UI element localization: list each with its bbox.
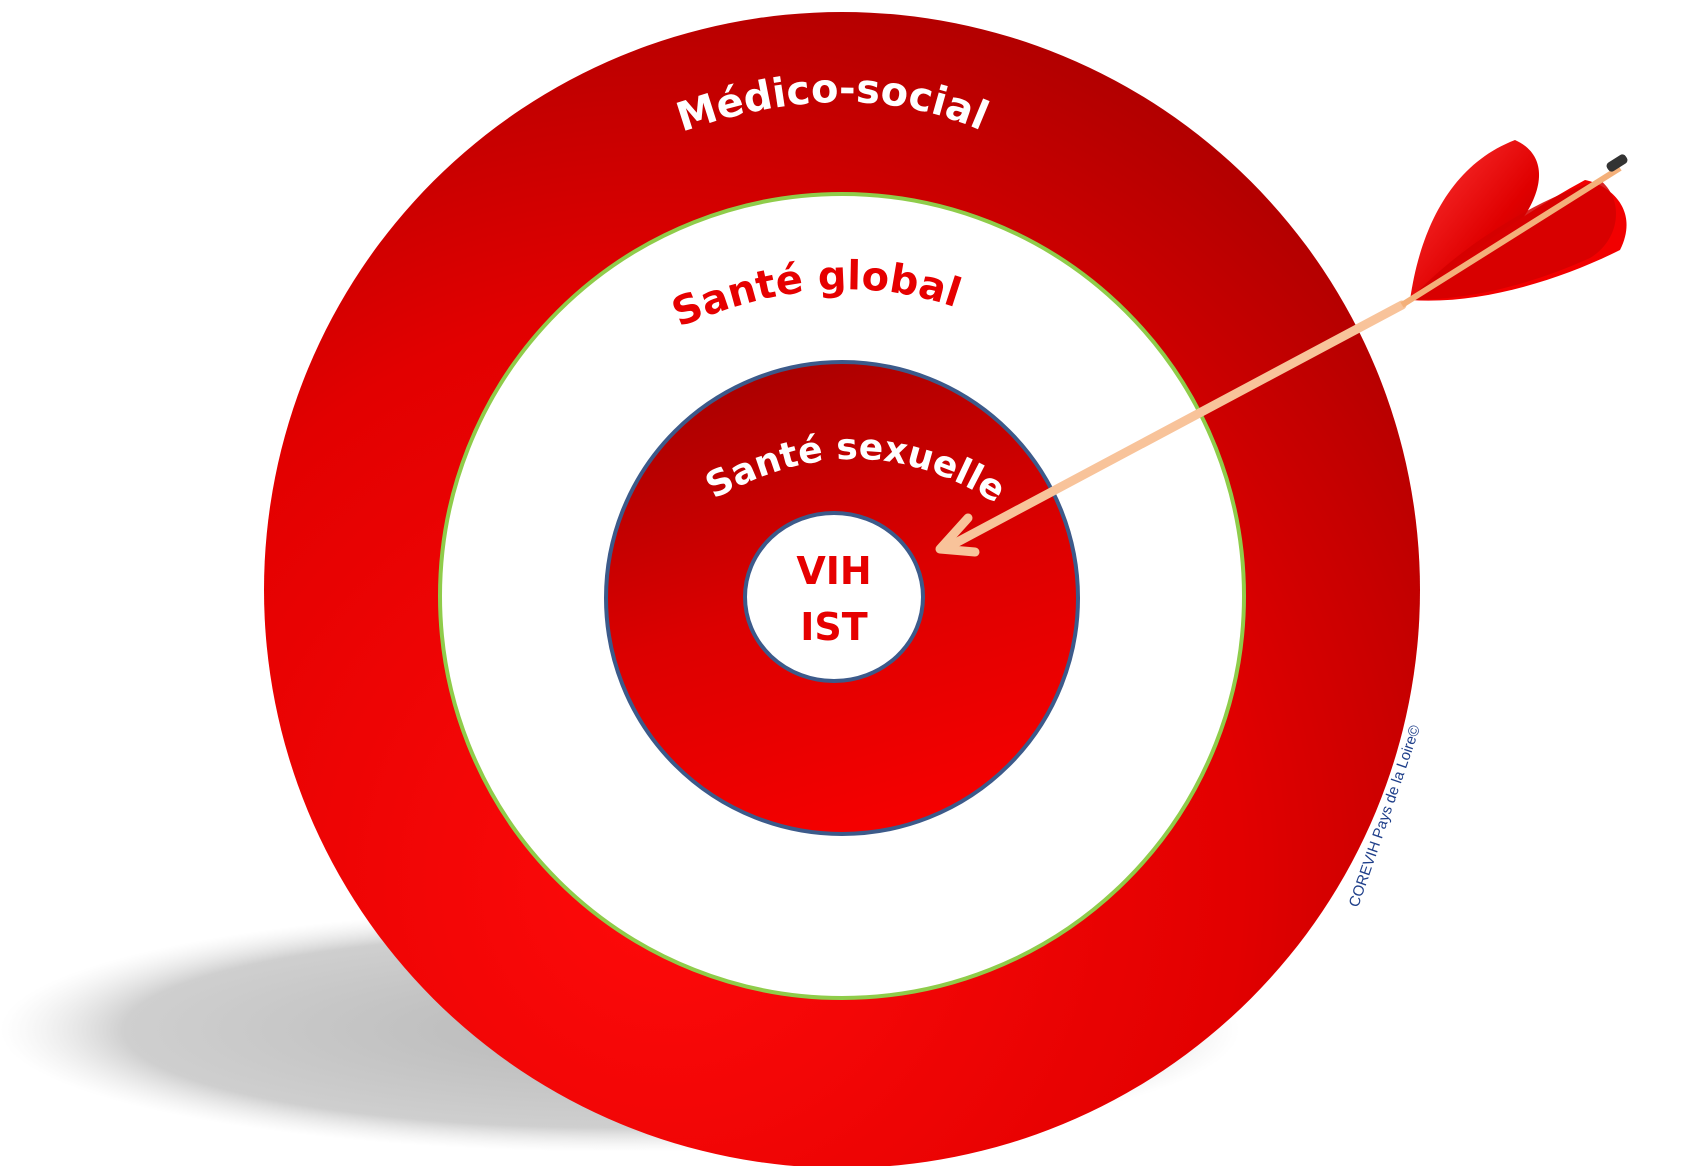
- arrow-fletching: [1400, 140, 1628, 308]
- arrow-shaft: [945, 300, 1407, 551]
- arrow-head: [935, 513, 980, 557]
- bullseye: [743, 511, 925, 683]
- label-ist: IST: [800, 605, 868, 649]
- label-vih: VIH: [796, 549, 871, 593]
